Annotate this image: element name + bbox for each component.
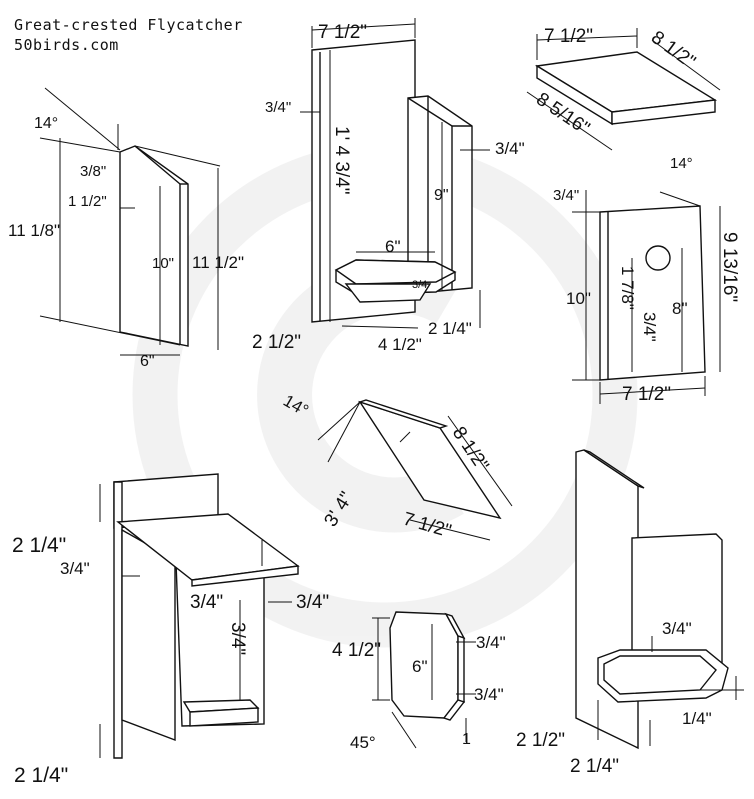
dim-label: 7 1/2" <box>622 384 671 405</box>
dim-label: 6" <box>412 657 428 676</box>
dim-label: 2 1/2" <box>516 730 565 751</box>
dim-label: 7 1/2" <box>318 22 367 43</box>
dim-label: 3/4 <box>412 279 427 291</box>
dim-label: 9" <box>434 187 449 204</box>
dim-label: 3/4" <box>553 187 579 204</box>
back-panel-view <box>300 18 490 329</box>
dim-label: 3/4" <box>495 139 525 158</box>
dim-label: 3/4" <box>227 622 248 655</box>
dim-label: 10" <box>566 289 591 308</box>
dim-label: 11 1/8" <box>8 221 60 240</box>
diagram-title: Great-crested Flycatcher <box>14 16 243 34</box>
dim-label: 4 1/2" <box>378 335 422 354</box>
dim-label: 2 1/4" <box>570 756 619 777</box>
dim-label: 45° <box>350 733 376 752</box>
dim-label: 3/4" <box>474 685 504 704</box>
dim-label: 1 <box>462 731 471 748</box>
dim-label: 3/4" <box>662 619 692 638</box>
dim-label: 9 13/16" <box>719 232 740 302</box>
dim-label: 3/4" <box>476 633 506 652</box>
dim-label: 3/4" <box>60 559 90 578</box>
roof-view <box>526 28 721 151</box>
dim-label: 2 1/4" <box>12 534 66 557</box>
dim-label: 2 1/4" <box>428 319 472 338</box>
dim-label: 1/4" <box>682 709 712 728</box>
site-name: 50birds.com <box>14 36 119 54</box>
side-panel-view <box>39 87 221 356</box>
dim-label: 2 1/2" <box>252 332 301 353</box>
dim-label: 1 1/2" <box>68 193 107 210</box>
dim-label: 14° <box>670 155 693 172</box>
dim-label: 7 1/2" <box>544 26 593 47</box>
dim-label: 2 1/4" <box>14 764 68 787</box>
dim-label: 8" <box>672 299 688 318</box>
dim-label: 3/8" <box>80 163 106 180</box>
dim-label: 1 7/8" <box>618 266 637 310</box>
dim-label: 14° <box>34 115 58 132</box>
dim-label: 4 1/2" <box>332 640 381 661</box>
dim-label: 6" <box>140 353 155 370</box>
dim-label: 3/4" <box>265 99 291 116</box>
dim-label: 3/4" <box>640 312 659 342</box>
dim-label: 1' 4 3/4" <box>331 126 352 194</box>
assembled-box-view <box>99 473 300 759</box>
dim-label: 3/4" <box>296 592 329 613</box>
front-panel-view <box>572 190 721 404</box>
dim-label: 11 1/2" <box>192 253 244 272</box>
dim-label: 6" <box>385 237 401 256</box>
dim-label: 3/4" <box>190 592 223 613</box>
roof-cut-view <box>317 399 513 541</box>
dim-label: 10" <box>152 255 174 272</box>
floor-view <box>372 611 476 749</box>
side-assembly-view <box>575 449 744 750</box>
